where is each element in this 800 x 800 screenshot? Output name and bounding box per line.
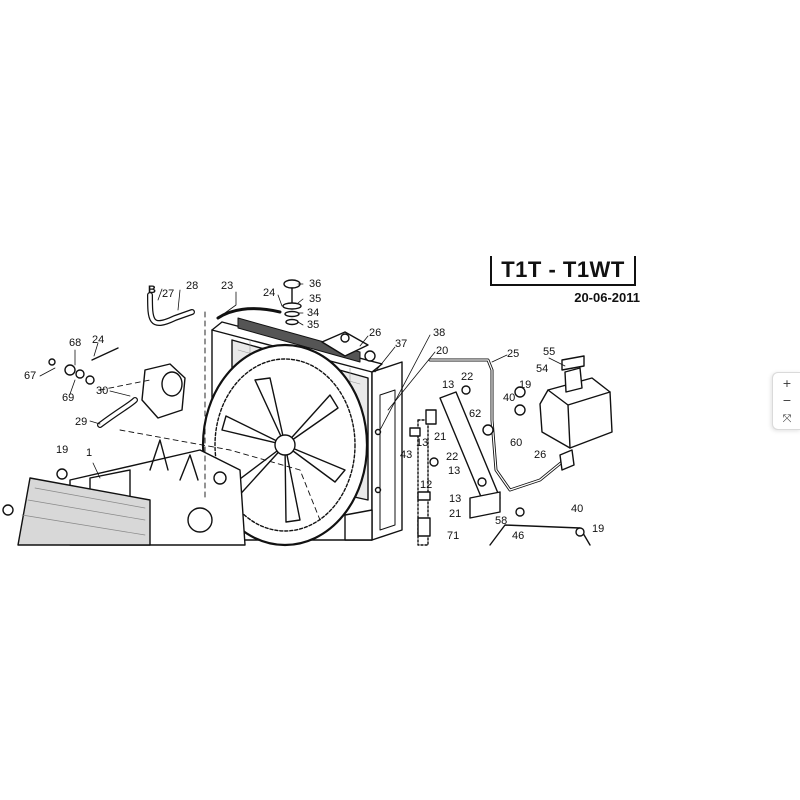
expansion-hose xyxy=(428,358,564,492)
expansion-tank xyxy=(539,355,613,471)
part-label-43: 43 xyxy=(400,449,412,461)
zoom-in-button[interactable]: + xyxy=(782,376,792,390)
bracket xyxy=(439,391,501,519)
part-label-68: 68 xyxy=(69,337,81,349)
part-label-40: 40 xyxy=(571,503,583,515)
part-label-30: 30 xyxy=(96,385,108,397)
part-label-35: 35 xyxy=(307,319,319,331)
model-title-box: T1T - T1WT xyxy=(490,256,636,286)
model-title: T1T - T1WT xyxy=(501,257,625,282)
fasteners-left xyxy=(2,347,119,516)
part-label-54: 54 xyxy=(536,363,548,375)
lower-bracket xyxy=(489,507,591,546)
part-label-21: 21 xyxy=(449,508,461,520)
part-label-13: 13 xyxy=(448,465,460,477)
part-label-20: 20 xyxy=(436,345,448,357)
part-label-24: 24 xyxy=(263,287,275,299)
part-label-60: 60 xyxy=(510,437,522,449)
zoom-out-button[interactable]: − xyxy=(782,394,792,407)
part-label-13: 13 xyxy=(449,493,461,505)
part-label-29: 29 xyxy=(75,416,87,428)
part-label-B: B xyxy=(148,284,156,296)
part-label-67: 67 xyxy=(24,370,36,382)
part-label-19: 19 xyxy=(519,379,531,391)
revision-date: 20-06-2011 xyxy=(574,290,640,305)
part-label-27: 27 xyxy=(162,288,174,300)
leader-lines xyxy=(39,283,566,479)
part-label-24: 24 xyxy=(92,334,104,346)
radiator-cap xyxy=(321,331,369,357)
zoom-controls: + − ⤧ xyxy=(772,372,800,430)
part-label-19: 19 xyxy=(592,523,604,535)
part-label-22: 22 xyxy=(461,371,473,383)
hardware-stack xyxy=(409,385,526,546)
part-label-55: 55 xyxy=(543,346,555,358)
radiator-side-frame xyxy=(344,361,403,541)
part-label-62: 62 xyxy=(469,408,481,420)
part-label-38: 38 xyxy=(433,327,445,339)
hose-23 xyxy=(216,307,282,320)
part-label-1: 1 xyxy=(86,447,92,459)
dashed-guide-lines xyxy=(99,311,321,521)
part-label-36: 36 xyxy=(309,278,321,290)
thermostat-housing xyxy=(141,363,186,419)
part-label-37: 37 xyxy=(395,338,407,350)
part-label-58: 58 xyxy=(495,515,507,527)
grille xyxy=(17,477,151,546)
part-label-34: 34 xyxy=(307,307,319,319)
part-label-13: 13 xyxy=(442,379,454,391)
part-label-12: 12 xyxy=(420,479,432,491)
part-label-71: 71 xyxy=(447,530,459,542)
reset-view-icon[interactable]: ⤧ xyxy=(782,411,792,425)
part-label-28: 28 xyxy=(186,280,198,292)
part-label-22: 22 xyxy=(446,451,458,463)
part-label-35: 35 xyxy=(309,293,321,305)
part-label-26: 26 xyxy=(534,449,546,461)
part-label-25: 25 xyxy=(507,348,519,360)
part-label-21: 21 xyxy=(434,431,446,443)
part-label-46: 46 xyxy=(512,530,524,542)
part-label-26: 26 xyxy=(369,327,381,339)
fan-shroud xyxy=(201,343,369,547)
part-label-19: 19 xyxy=(56,444,68,456)
part-label-23: 23 xyxy=(221,280,233,292)
part-label-40: 40 xyxy=(503,392,515,404)
part-label-13: 13 xyxy=(416,437,428,449)
part-label-69: 69 xyxy=(62,392,74,404)
upper-hose xyxy=(97,292,195,428)
